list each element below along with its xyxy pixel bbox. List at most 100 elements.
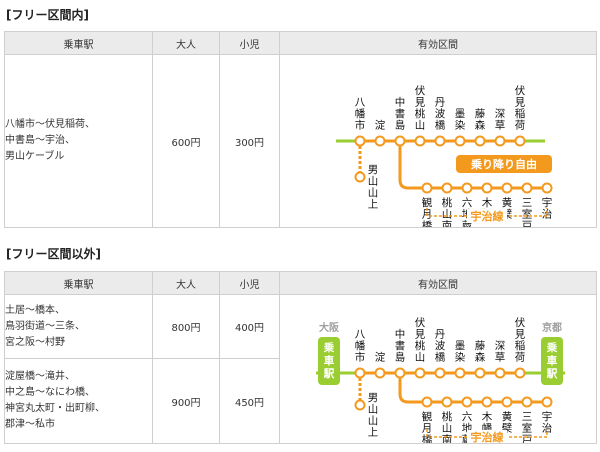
station-dot — [501, 396, 513, 408]
section-line: 八幡市～伏見稲荷、 — [5, 119, 95, 130]
station-label: 中書島 — [395, 328, 406, 364]
station-label: 深草 — [495, 108, 506, 132]
header-section: 乗車駅 — [4, 271, 153, 295]
uji-line — [398, 141, 547, 190]
header-range: 有効区間 — [279, 271, 597, 295]
station-dot — [354, 367, 366, 379]
station-label-text: 中書島 — [395, 96, 406, 132]
station-label-text: 伏見桃山 — [415, 316, 426, 364]
boarding-station-label: 乗車駅 — [546, 341, 558, 380]
station-label-text: 丹波橋 — [435, 329, 446, 364]
section2-title: [フリー区間以外] — [6, 247, 101, 261]
route-map-cell: 八幡市淀中書島伏見桃山丹波橋墨染藤森深草伏見稲荷観月橋桃山南口六地蔵木幡黄檗三室… — [279, 294, 597, 444]
header-adult: 大人 — [152, 271, 220, 295]
header-child: 小児 — [219, 271, 280, 295]
station-label-text: 黄檗 — [502, 410, 513, 435]
section1-title: [フリー区間内] — [6, 8, 89, 22]
station-label: 丹波橋 — [435, 97, 446, 132]
station-dot — [541, 396, 553, 408]
station-dot — [541, 182, 553, 194]
station-label-text: 丹波橋 — [435, 97, 446, 132]
station-dot — [494, 135, 506, 147]
station-dot — [414, 135, 426, 147]
child-fare: 400円 — [219, 293, 280, 360]
station-label-text: 中書島 — [395, 328, 406, 364]
station-label: 観月橋 — [422, 196, 433, 227]
station-label-text: 深草 — [495, 108, 506, 132]
station-dot — [481, 396, 493, 408]
terminal-label: 京都 — [542, 321, 562, 334]
station-dot — [514, 135, 526, 147]
adult-fare: 600円 — [152, 54, 220, 228]
station-label: 丹波橋 — [435, 329, 446, 364]
station-label: 深草 — [495, 340, 506, 364]
station-label-text: 観月橋 — [422, 410, 433, 443]
station-label: 伏見桃山 — [415, 84, 426, 132]
station-label-text: 男山山上 — [368, 392, 379, 439]
station-label: 中書島 — [395, 96, 406, 132]
boarding-station-box — [541, 337, 563, 385]
row-section: 淀屋橋～滝井、 中之島～なにわ橋、 神宮丸太町・出町柳、 郡津～私市 — [4, 358, 153, 444]
uji-label-bg — [467, 430, 507, 443]
station-label-text: 伏見桃山 — [415, 84, 426, 132]
free-area-table: 乗車駅 大人 小児 有効区間 八幡市～伏見稲荷、 中書島～宇治、 男山ケーブル … — [4, 31, 597, 228]
station-label: 藤森 — [475, 340, 486, 364]
station-label: 墨染 — [455, 108, 466, 132]
station-label: 伏見稲荷 — [515, 84, 526, 132]
free-badge — [456, 155, 552, 173]
station-label-text: 宇治 — [542, 410, 553, 435]
station-label-text: 伏見稲荷 — [515, 84, 526, 132]
station-dot — [354, 171, 366, 183]
station-dot — [514, 367, 526, 379]
boarding-station-box — [318, 337, 340, 385]
station-label: 観月橋 — [422, 410, 433, 443]
route-map-outside: 八幡市淀中書島伏見桃山丹波橋墨染藤森深草伏見稲荷観月橋桃山南口六地蔵木幡黄檗三室… — [280, 295, 596, 443]
station-label-text: 八幡市 — [355, 329, 366, 364]
free-badge-label: 乗り降り自由 — [471, 157, 537, 171]
station-label: 淀 — [375, 119, 386, 132]
station-label-text: 藤森 — [475, 108, 486, 132]
station-dot — [474, 135, 486, 147]
station-dot — [374, 135, 386, 147]
station-dot — [421, 396, 433, 408]
station-label: 三室戸 — [522, 411, 533, 443]
route-map-cell: 八幡市淀中書島伏見桃山丹波橋墨染藤森深草伏見稲荷観月橋桃山南口六地蔵木幡黄檗三室… — [279, 54, 597, 228]
station-label-text: 藤森 — [475, 340, 486, 364]
route-map-free: 八幡市淀中書島伏見桃山丹波橋墨染藤森深草伏見稲荷観月橋桃山南口六地蔵木幡黄檗三室… — [280, 55, 596, 227]
station-dot — [501, 182, 513, 194]
station-dot — [374, 367, 386, 379]
station-dot — [394, 367, 406, 379]
station-label-text: 観月橋 — [422, 196, 433, 227]
station-dot — [454, 135, 466, 147]
section-line: 男山ケーブル — [5, 151, 65, 162]
station-label-text: 墨染 — [455, 108, 466, 132]
station-label: 桃山南口 — [442, 410, 453, 443]
header-child: 小児 — [219, 31, 280, 55]
uji-line-label: 宇治線 — [471, 209, 504, 223]
station-dot — [494, 367, 506, 379]
header-adult: 大人 — [152, 31, 220, 55]
section-line: 中書島～宇治、 — [5, 135, 75, 146]
station-label: 三室戸 — [522, 197, 533, 227]
adult-fare: 800円 — [152, 293, 220, 360]
station-label: 男山山上 — [368, 164, 379, 211]
station-dot — [414, 367, 426, 379]
station-label-text: 桃山南口 — [442, 410, 453, 443]
station-label-text: 木幡 — [482, 411, 493, 435]
section-line: 宮之阪～村野 — [5, 336, 65, 348]
station-label-text: 三室戸 — [522, 197, 533, 227]
station-label: 伏見桃山 — [415, 316, 426, 364]
station-label-text: 深草 — [495, 340, 506, 364]
station-label-text: 桃山南口 — [442, 196, 453, 227]
section-line: 淀屋橋～滝井、 — [5, 371, 75, 383]
uji-line-label: 宇治線 — [471, 430, 504, 443]
child-fare: 450円 — [219, 358, 280, 444]
station-label-text: 伏見稲荷 — [515, 316, 526, 364]
section-line: 神宮丸太町・出町柳、 — [5, 403, 105, 415]
boarding-station-label: 乗車駅 — [323, 341, 335, 380]
station-dot — [394, 135, 406, 147]
station-label: 藤森 — [475, 108, 486, 132]
station-dot — [441, 396, 453, 408]
row-section: 土居～橋本、 鳥羽街道～三条、 宮之阪～村野 — [4, 293, 153, 360]
station-label: 黄檗 — [502, 196, 513, 221]
